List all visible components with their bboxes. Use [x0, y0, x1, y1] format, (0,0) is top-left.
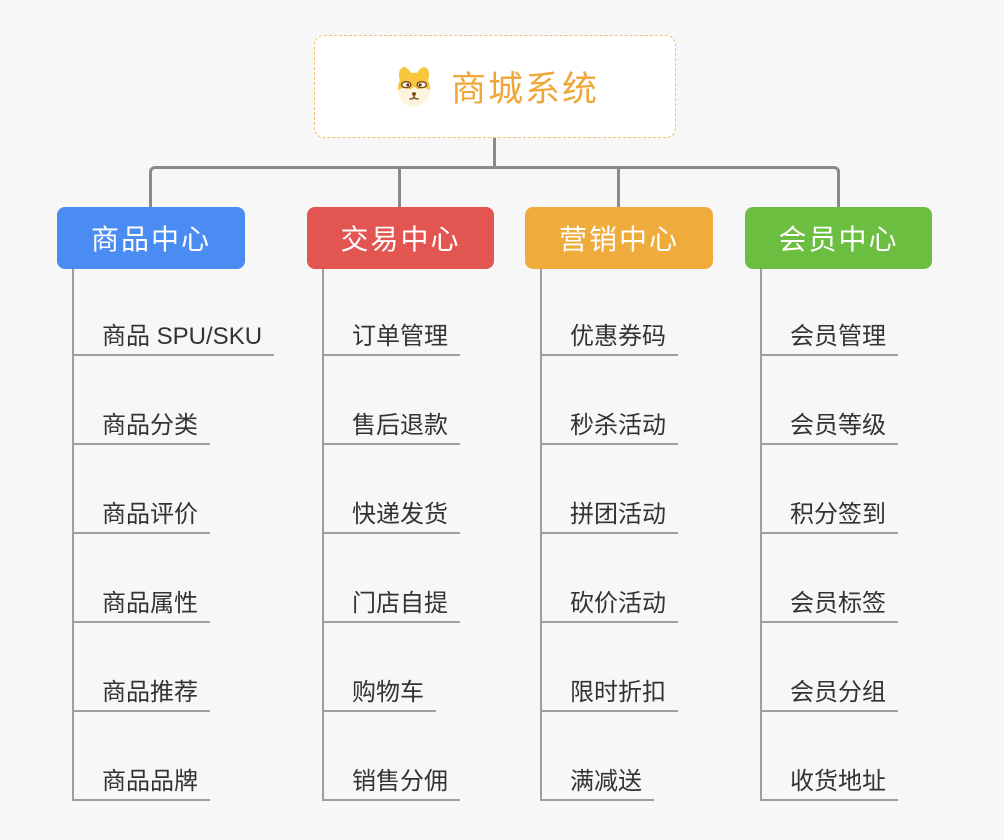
topic-item[interactable]: 会员标签	[760, 587, 898, 623]
topic-item[interactable]: 限时折扣	[540, 676, 678, 712]
branch-bus-connector	[149, 166, 840, 210]
topic-item[interactable]: 商品分类	[72, 409, 210, 445]
topic-item[interactable]: 满减送	[540, 765, 654, 801]
topic-item[interactable]: 商品属性	[72, 587, 210, 623]
branch-label: 交易中心	[340, 224, 461, 255]
topic-item[interactable]: 会员管理	[760, 320, 898, 356]
child-line-trade	[322, 269, 324, 801]
branch-node-marketing[interactable]: 营销中心	[525, 207, 713, 269]
topic-item[interactable]: 砍价活动	[540, 587, 678, 623]
topic-item[interactable]: 商品推荐	[72, 676, 210, 712]
topic-item[interactable]: 会员分组	[760, 676, 898, 712]
branch-node-product[interactable]: 商品中心	[57, 207, 245, 269]
topic-item[interactable]: 快递发货	[322, 498, 460, 534]
branch-drop-connector-3	[617, 166, 620, 210]
shiba-dog-icon	[391, 65, 437, 109]
child-line-member	[760, 269, 762, 801]
root-title: 商城系统	[450, 70, 599, 109]
topic-item[interactable]: 拼团活动	[540, 498, 678, 534]
branch-label: 商品中心	[90, 224, 211, 255]
topic-item[interactable]: 秒杀活动	[540, 409, 678, 445]
topic-item[interactable]: 会员等级	[760, 409, 898, 445]
topic-item[interactable]: 优惠券码	[540, 320, 678, 356]
root-stem-connector	[493, 138, 496, 168]
branch-node-member[interactable]: 会员中心	[745, 207, 932, 269]
child-line-marketing	[540, 269, 542, 801]
topic-item[interactable]: 商品品牌	[72, 765, 210, 801]
topic-item[interactable]: 销售分佣	[322, 765, 460, 801]
child-line-product	[72, 269, 74, 801]
topic-item[interactable]: 商品评价	[72, 498, 210, 534]
root-node[interactable]: 商城系统	[314, 35, 676, 138]
branch-drop-connector-2	[398, 166, 401, 210]
topic-item[interactable]: 购物车	[322, 676, 436, 712]
topic-item[interactable]: 商品 SPU/SKU	[72, 320, 275, 356]
topic-item[interactable]: 门店自提	[322, 587, 460, 623]
topic-item[interactable]: 积分签到	[760, 498, 898, 534]
topic-item[interactable]: 售后退款	[322, 409, 460, 445]
topic-item[interactable]: 订单管理	[322, 320, 460, 356]
branch-label: 会员中心	[778, 224, 899, 255]
topic-item[interactable]: 收货地址	[760, 765, 898, 801]
branch-node-trade[interactable]: 交易中心	[307, 207, 494, 269]
branch-label: 营销中心	[558, 224, 679, 255]
